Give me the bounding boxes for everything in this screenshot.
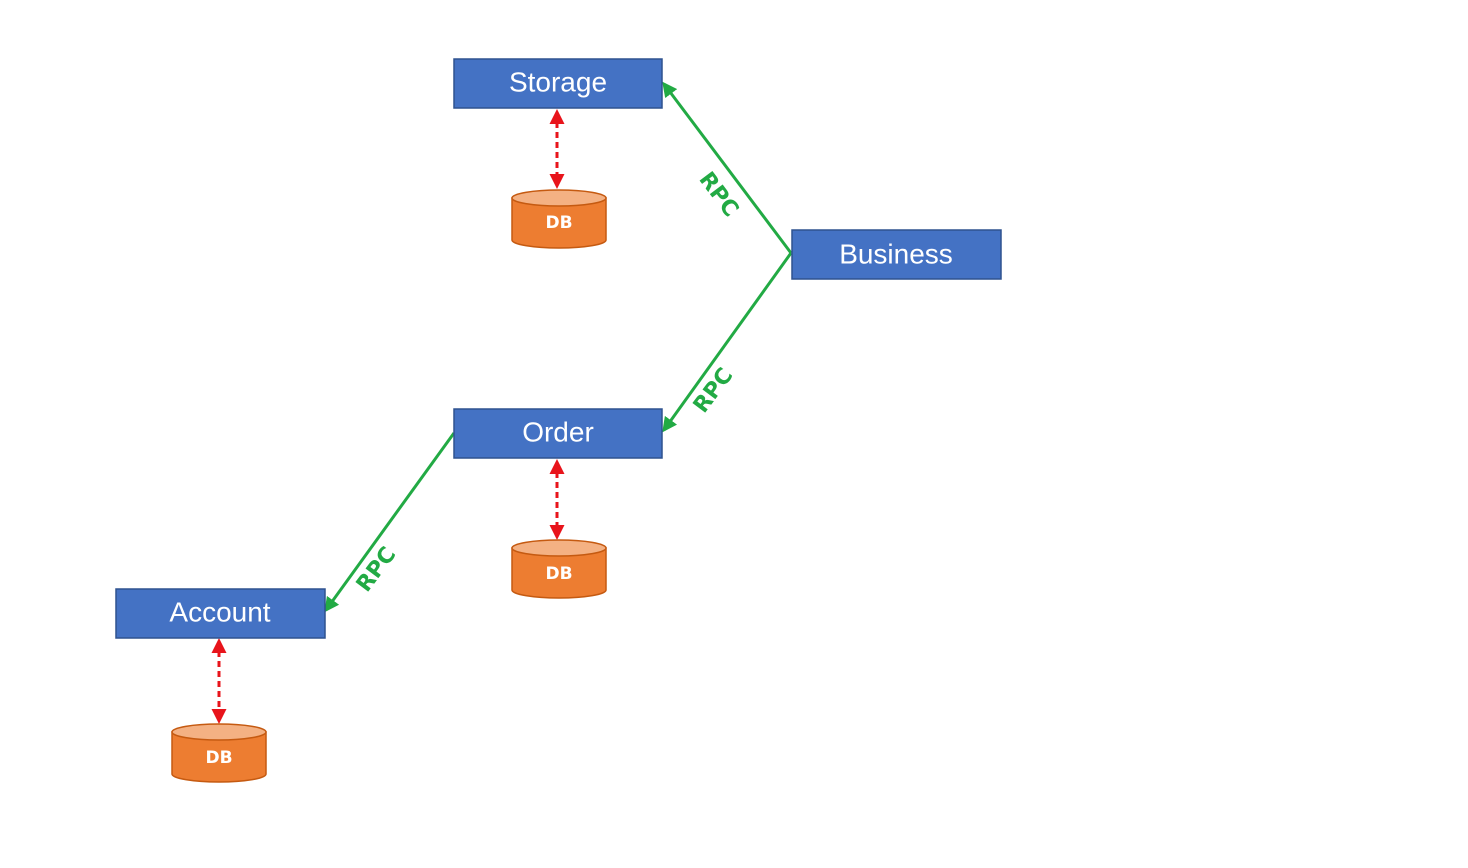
rpc-edge-business-order: [662, 252, 793, 433]
account-node: Account: [115, 588, 326, 639]
storage-node: Storage: [453, 58, 663, 109]
order-node: Order: [453, 408, 663, 459]
account-label: Account: [169, 596, 270, 627]
rpc-edge-business-storage: [662, 81, 793, 254]
account-db-cylinder: DB: [171, 723, 267, 783]
business-node: Business: [791, 229, 1002, 280]
storage-label: Storage: [509, 66, 607, 97]
rpc-label-business-order: RPC: [689, 364, 739, 418]
account-db-label: DB: [205, 748, 232, 768]
order-db-label: DB: [545, 564, 572, 584]
rpc-label-order-account: RPC: [352, 543, 402, 597]
storage-db-cylinder: DB: [511, 189, 607, 249]
order-label: Order: [522, 416, 594, 447]
order-db-cylinder: DB: [511, 539, 607, 599]
rpc-edge-order-account: [324, 432, 456, 613]
storage-db-label: DB: [545, 213, 572, 233]
business-label: Business: [839, 238, 953, 269]
rpc-label-business-storage: RPC: [694, 168, 744, 222]
